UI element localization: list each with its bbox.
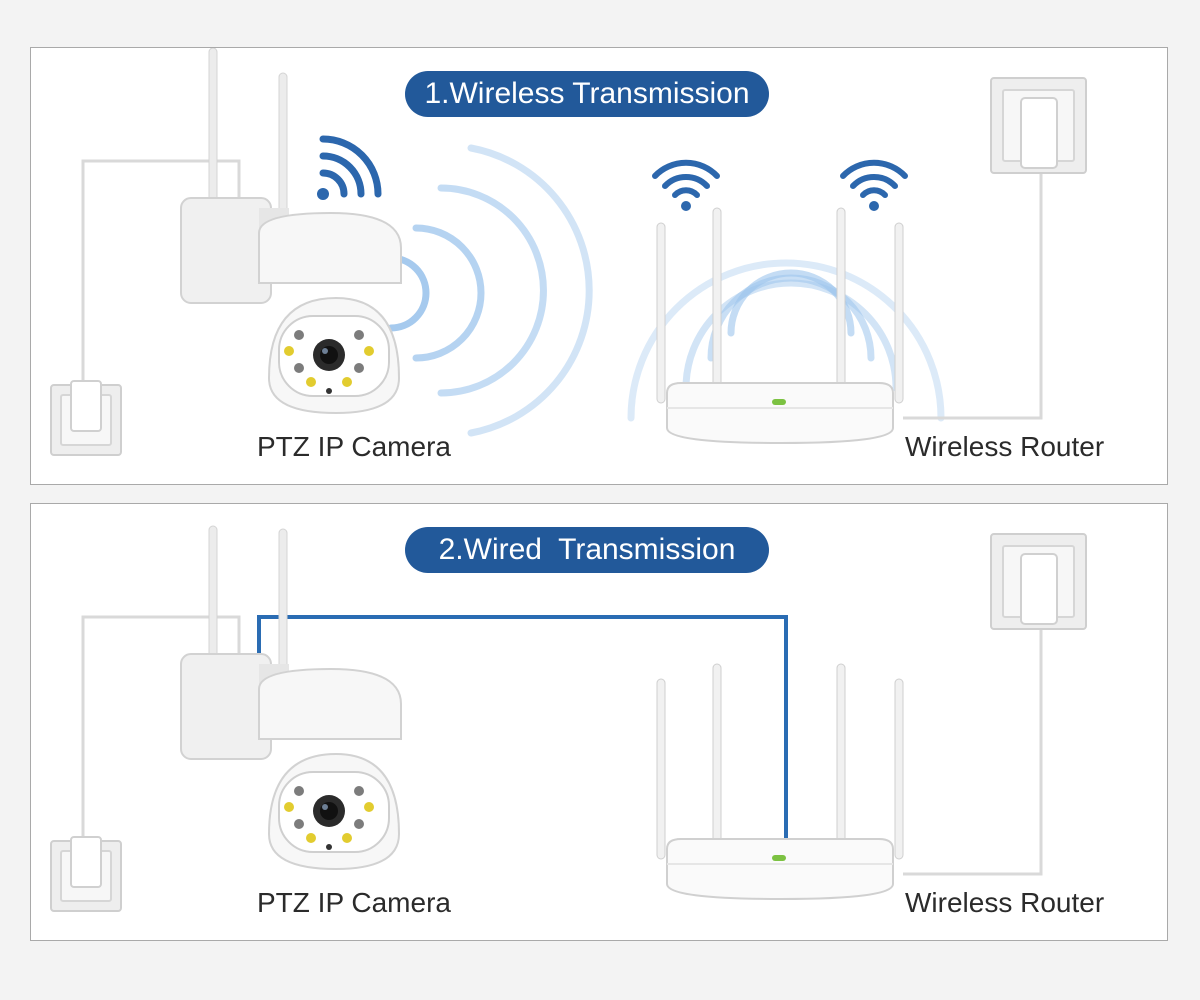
router-power-cable: [903, 166, 1043, 420]
router-wifi-icon-left: [652, 159, 720, 211]
camera-wifi-icon: [317, 135, 382, 200]
camera-wall-socket: [50, 380, 122, 456]
section-title-pill: 1.Wireless Transmission: [405, 71, 769, 117]
router-label: Wireless Router: [905, 431, 1105, 462]
router-power-cable: [903, 622, 1043, 876]
camera-signal-waves: [387, 144, 593, 437]
router-wall-socket: [990, 77, 1087, 174]
router-label: Wireless Router: [905, 887, 1105, 918]
wireless-router-icon: [656, 207, 904, 445]
wireless-illustration: [50, 48, 1087, 456]
camera-wall-socket: [50, 836, 122, 912]
router-wifi-icon-right: [840, 159, 908, 211]
router-wall-socket: [990, 533, 1087, 630]
wired-transmission-panel: 2.Wired Transmission PTZ IP Camera Wirel…: [30, 503, 1168, 941]
section-title-pill: 2.Wired Transmission: [405, 527, 769, 573]
wireless-router-icon: [656, 663, 904, 901]
camera-power-cable: [81, 159, 241, 388]
camera-label: PTZ IP Camera: [257, 431, 451, 462]
wired-illustration: [50, 525, 1087, 912]
camera-label: PTZ IP Camera: [257, 887, 451, 918]
wireless-transmission-panel: 1.Wireless Transmission PTZ IP Camera Wi…: [30, 47, 1168, 485]
camera-power-cable: [81, 615, 241, 844]
ptz-camera-icon: [180, 48, 402, 415]
ethernet-cable: [257, 615, 788, 839]
ptz-camera-icon: [180, 525, 402, 871]
